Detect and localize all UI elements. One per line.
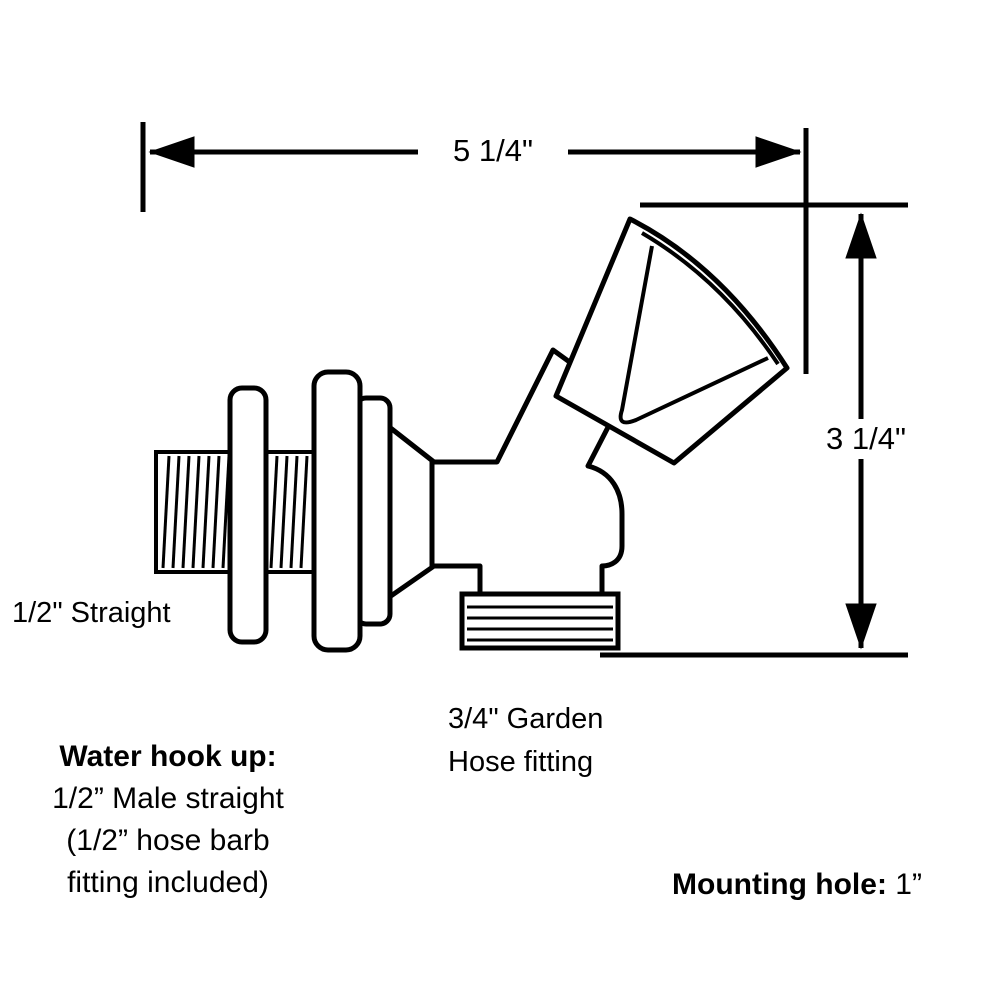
height-arrowhead-top bbox=[845, 212, 877, 259]
width-arrowhead-right bbox=[755, 136, 802, 168]
height-arrowhead-bottom bbox=[845, 603, 877, 650]
mounting-hole-label: Mounting hole: bbox=[672, 868, 887, 901]
hose-fitting bbox=[459, 591, 621, 651]
hookup-line1: 1/2” Male straight bbox=[52, 782, 284, 815]
valve-body bbox=[429, 347, 625, 597]
mounting-flange bbox=[311, 369, 437, 653]
hookup-line3: fitting included) bbox=[67, 866, 269, 899]
height-dimension-label: 3 1/4" bbox=[808, 419, 924, 459]
mounting-hole-note: Mounting hole: 1” bbox=[672, 868, 922, 902]
outlet-label: 3/4" Garden Hose fitting bbox=[448, 698, 603, 784]
width-arrowhead-left bbox=[148, 136, 195, 168]
hookup-note: Water hook up: 1/2” Male straight (1/2” … bbox=[18, 736, 318, 904]
handle-knob bbox=[553, 216, 790, 466]
hookup-title: Water hook up: bbox=[59, 740, 277, 773]
outlet-label-line1: 3/4" Garden bbox=[448, 703, 604, 735]
wall-flange bbox=[227, 385, 269, 645]
inlet-label: 1/2" Straight bbox=[12, 597, 171, 629]
hookup-line2: (1/2” hose barb bbox=[66, 824, 270, 857]
width-dimension-label: 5 1/4" bbox=[418, 131, 568, 171]
outlet-label-line2: Hose fitting bbox=[448, 746, 594, 778]
mounting-hole-value: 1” bbox=[886, 868, 922, 901]
